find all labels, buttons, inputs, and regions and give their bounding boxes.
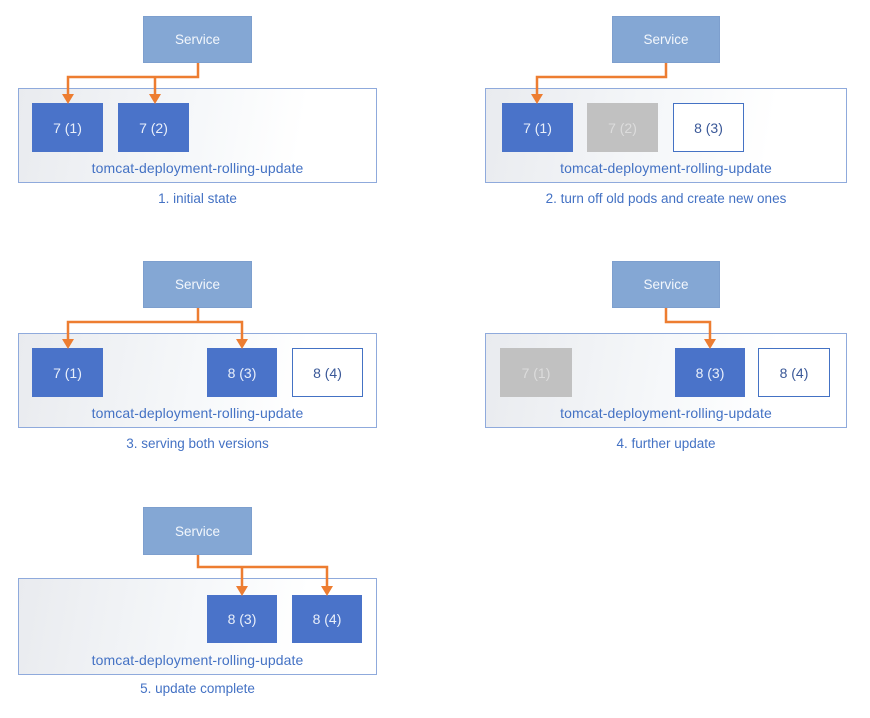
stage-1-panel: tomcat-deployment-rolling-update Service… xyxy=(0,0,435,240)
pod-node: 8 (3) xyxy=(675,348,745,397)
pod-node: 7 (2) xyxy=(118,103,189,152)
deployment-label: tomcat-deployment-rolling-update xyxy=(91,160,304,176)
stage-4-panel: tomcat-deployment-rolling-update Service… xyxy=(435,245,870,485)
stage-5-panel: tomcat-deployment-rolling-update Service… xyxy=(0,480,435,718)
stage-2-panel: tomcat-deployment-rolling-update Service… xyxy=(435,0,870,240)
deployment-container: tomcat-deployment-rolling-update xyxy=(18,578,377,675)
pod-node: 8 (3) xyxy=(207,595,277,643)
pod-node: 7 (2) xyxy=(587,103,658,152)
service-node: Service xyxy=(612,261,720,308)
stage-3-panel: tomcat-deployment-rolling-update Service… xyxy=(0,245,435,485)
service-node: Service xyxy=(143,261,252,308)
pod-node: 8 (4) xyxy=(292,595,362,643)
stage-caption: 3. serving both versions xyxy=(126,436,269,451)
deployment-label: tomcat-deployment-rolling-update xyxy=(560,160,772,176)
stage-caption: 4. further update xyxy=(616,436,716,451)
service-node: Service xyxy=(143,507,252,555)
stage-caption: 1. initial state xyxy=(158,191,237,206)
pod-node: 8 (4) xyxy=(292,348,363,397)
pod-node: 7 (1) xyxy=(500,348,572,397)
pod-node: 7 (1) xyxy=(32,103,103,152)
pod-node: 8 (4) xyxy=(758,348,830,397)
deployment-label: tomcat-deployment-rolling-update xyxy=(91,652,304,668)
deployment-label: tomcat-deployment-rolling-update xyxy=(91,405,304,421)
stage-caption: 5. update complete xyxy=(140,681,255,696)
service-node: Service xyxy=(143,16,252,63)
pod-node: 8 (3) xyxy=(207,348,277,397)
deployment-label: tomcat-deployment-rolling-update xyxy=(560,405,772,421)
pod-node: 7 (1) xyxy=(32,348,103,397)
service-node: Service xyxy=(612,16,720,63)
stage-caption: 2. turn off old pods and create new ones xyxy=(545,191,787,206)
pod-node: 7 (1) xyxy=(502,103,573,152)
pod-node: 8 (3) xyxy=(673,103,744,152)
